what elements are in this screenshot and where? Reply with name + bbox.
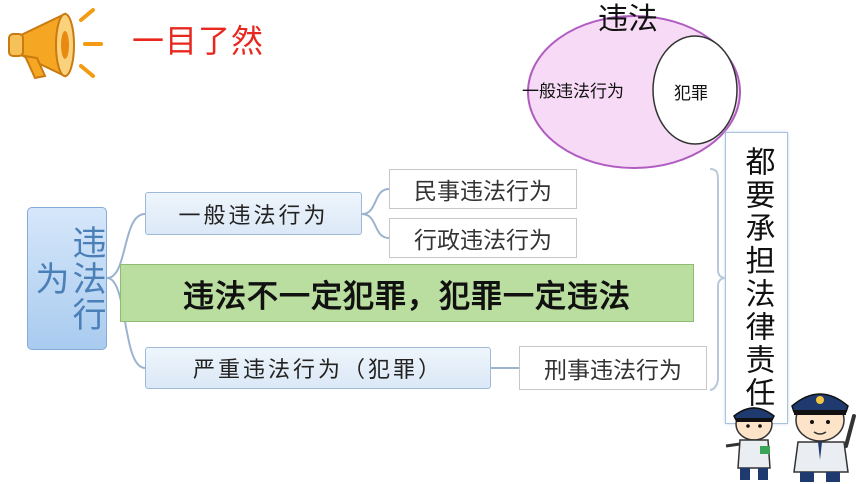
civil-violation-node: 民事违法行为 xyxy=(389,169,577,209)
administrative-violation-node: 行政违法行为 xyxy=(389,218,577,258)
venn-inner-circle xyxy=(652,35,738,145)
megaphone-icon xyxy=(8,8,103,80)
page-title: 一目了然 xyxy=(132,22,265,60)
criminal-violation-node: 刑事违法行为 xyxy=(519,346,707,390)
venn-inner-label: 犯罪 xyxy=(674,84,708,104)
serious-violation-node: 严重违法行为（犯罪） xyxy=(145,347,491,389)
officer-small-icon xyxy=(725,407,775,480)
venn-diagram xyxy=(527,15,741,169)
venn-outer-label: 一般违法行为 xyxy=(522,82,624,102)
venn-title: 违法 xyxy=(598,2,658,37)
general-violation-node: 一般违法行为 xyxy=(145,192,362,235)
key-conclusion-banner: 违法不一定犯罪，犯罪一定违法 xyxy=(120,264,694,322)
police-officers-illustration xyxy=(725,393,856,482)
root-node: 违法行为 xyxy=(27,207,107,350)
legal-responsibility-box: 都要承担法律责任 xyxy=(725,132,788,424)
officer-large-icon xyxy=(791,393,856,482)
